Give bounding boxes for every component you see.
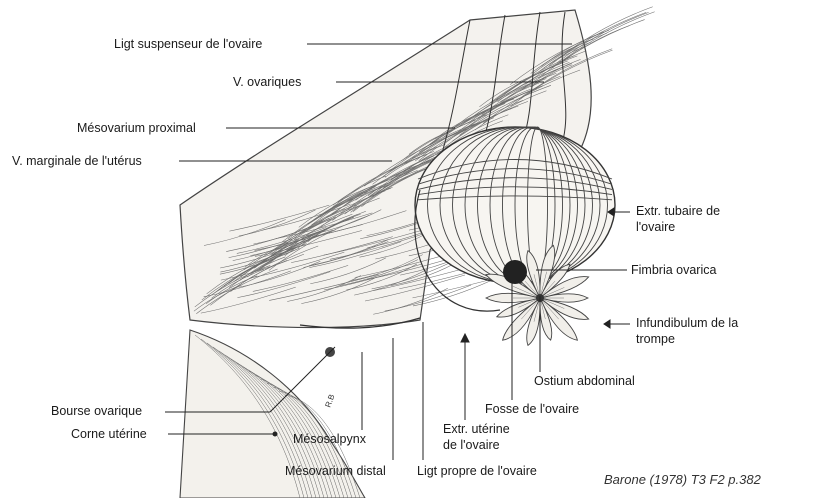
label-v-ovariques: V. ovariques <box>233 75 301 90</box>
arrowhead-extr-uterine <box>461 334 469 342</box>
label-corne: Corne utérine <box>71 427 147 442</box>
label-extr-tubaire-line1: Extr. tubaire de <box>636 204 720 219</box>
label-fimbria: Fimbria ovarica <box>631 263 716 278</box>
figure-credit: Barone (1978) T3 F2 p.382 <box>604 472 761 487</box>
arrowhead-infundibulum <box>604 320 610 328</box>
label-extr-tubaire-line2: l'ovaire <box>636 220 675 235</box>
label-ostium: Ostium abdominal <box>534 374 635 389</box>
label-extr-uterine-line1: Extr. utérine <box>443 422 510 437</box>
label-infundibulum-line2: trompe <box>636 332 675 347</box>
label-mesosalpynx: Mésosalpynx <box>293 432 366 447</box>
label-ligt-propre: Ligt propre de l'ovaire <box>417 464 537 479</box>
label-bourse: Bourse ovarique <box>51 404 142 419</box>
label-infundibulum-line1: Infundibulum de la <box>636 316 738 331</box>
illustrator-initials: R.B <box>323 393 336 409</box>
label-extr-uterine-line2: de l'ovaire <box>443 438 500 453</box>
label-fosse: Fosse de l'ovaire <box>485 402 579 417</box>
label-v-marginale: V. marginale de l'utérus <box>12 154 142 169</box>
label-mesovarium-proximal: Mésovarium proximal <box>77 121 196 136</box>
label-mesovarium-distal: Mésovarium distal <box>285 464 386 479</box>
leader-corne-dot <box>273 432 277 436</box>
label-ligt-suspenseur: Ligt suspenseur de l'ovaire <box>114 37 262 52</box>
